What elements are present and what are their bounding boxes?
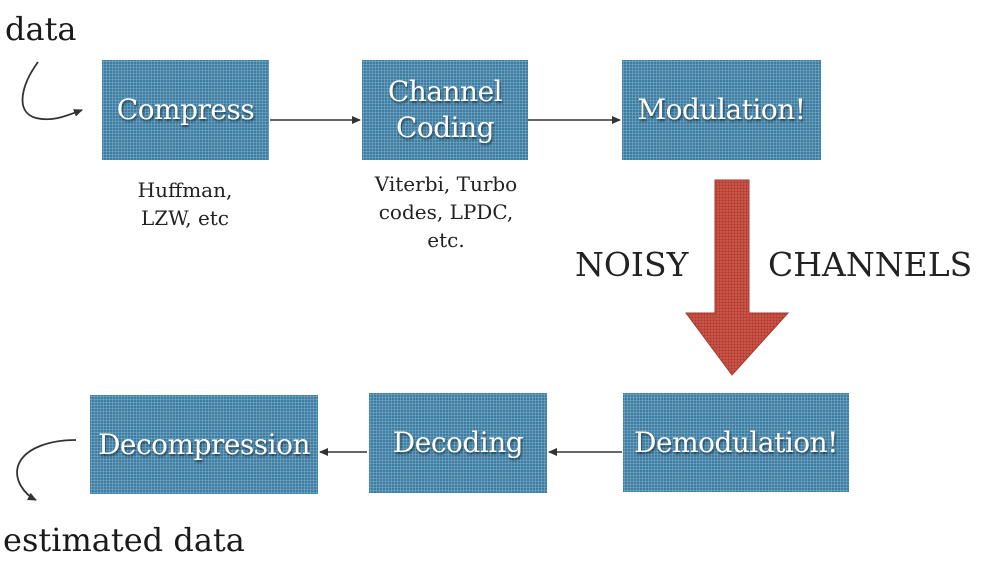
input-curve-arrow xyxy=(21,61,83,121)
channel-coding-box: Channel Coding xyxy=(362,60,528,160)
channel-coding-note: Viterbi, Turbo codes, LPDC, etc. xyxy=(374,172,518,252)
modulation-box-label: Modulation! xyxy=(637,93,806,126)
decompression-box-label: Decompression xyxy=(97,427,311,461)
compress-box-label: Compress xyxy=(116,93,255,126)
input-data-label: data xyxy=(5,10,77,48)
compress-box: Compress xyxy=(102,60,269,160)
compress-note: Huffman, LZW, etc xyxy=(137,178,233,230)
modulation-box: Modulation! xyxy=(622,60,821,160)
decoding-box-label: Decoding xyxy=(392,426,524,459)
noisy-label: NOISY xyxy=(575,245,689,284)
demodulation-box: Demodulation! xyxy=(623,393,849,492)
decoding-box: Decoding xyxy=(369,393,547,493)
channels-label: CHANNELS xyxy=(768,245,973,284)
channel-coding-box-label: Channel Coding xyxy=(387,75,503,144)
noisy-channel-arrow xyxy=(685,179,790,376)
decompression-box: Decompression xyxy=(90,395,318,494)
estimated-data-label: estimated data xyxy=(3,521,245,559)
demodulation-box-label: Demodulation! xyxy=(634,425,838,459)
output-curve-arrow xyxy=(16,439,77,501)
